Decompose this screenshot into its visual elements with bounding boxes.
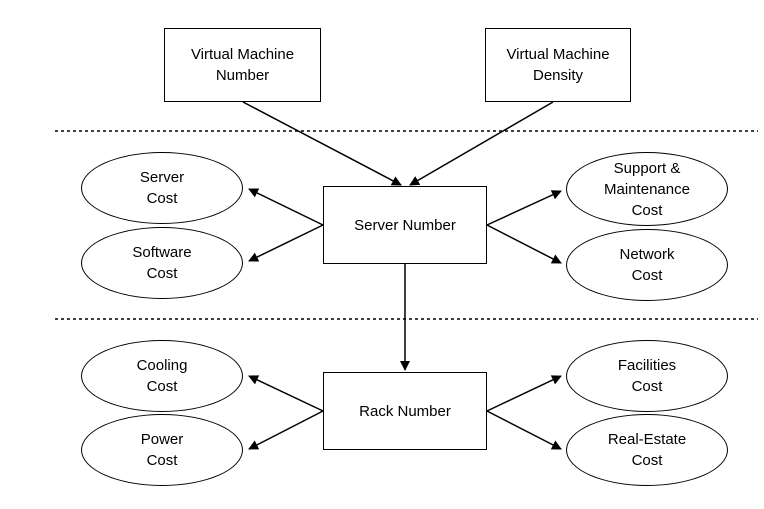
arrow-server-to-support-cost [486,190,562,226]
arrow-rack-to-cooling-cost [248,375,324,412]
arrow-vm-number-to-server-number [242,101,402,186]
arrow-rack-to-real-estate-cost [486,410,562,450]
real-estate-cost-label: Real-Estate Cost [607,431,687,469]
support-maintenance-cost-label: Support & Maintenance Cost [604,159,690,219]
cooling-cost-label: Cooling Cost [136,357,188,395]
cooling-cost-node: Cooling Cost [81,340,243,412]
vm-number-label: Virtual Machine Number [190,46,295,84]
software-cost-label: Software Cost [132,244,192,282]
power-cost-node: Power Cost [81,414,243,486]
server-cost-label: Server Cost [139,169,185,207]
network-cost-label: Network Cost [619,246,675,284]
arrow-server-to-software-cost [248,224,324,262]
support-maintenance-cost-node: Support & Maintenance Cost [566,152,728,226]
rack-number-box: Rack Number [323,372,487,450]
vm-density-box: Virtual Machine Density [485,28,631,102]
software-cost-node: Software Cost [81,227,243,299]
facilities-cost-node: Facilities Cost [566,340,728,412]
real-estate-cost-node: Real-Estate Cost [566,414,728,486]
server-cost-node: Server Cost [81,152,243,224]
server-number-box: Server Number [323,186,487,264]
arrow-server-to-server-cost [248,188,324,226]
power-cost-label: Power Cost [140,431,184,469]
arrow-rack-to-facilities-cost [486,375,562,412]
arrow-rack-to-power-cost [248,410,324,450]
facilities-cost-label: Facilities Cost [617,357,677,395]
vm-density-label: Virtual Machine Density [506,46,610,84]
network-cost-node: Network Cost [566,229,728,301]
rack-number-label: Rack Number [359,402,451,420]
arrow-vm-density-to-server-number [409,101,554,186]
vm-number-box: Virtual Machine Number [164,28,321,102]
arrow-server-to-network-cost [486,224,562,264]
server-number-label: Server Number [354,216,456,234]
